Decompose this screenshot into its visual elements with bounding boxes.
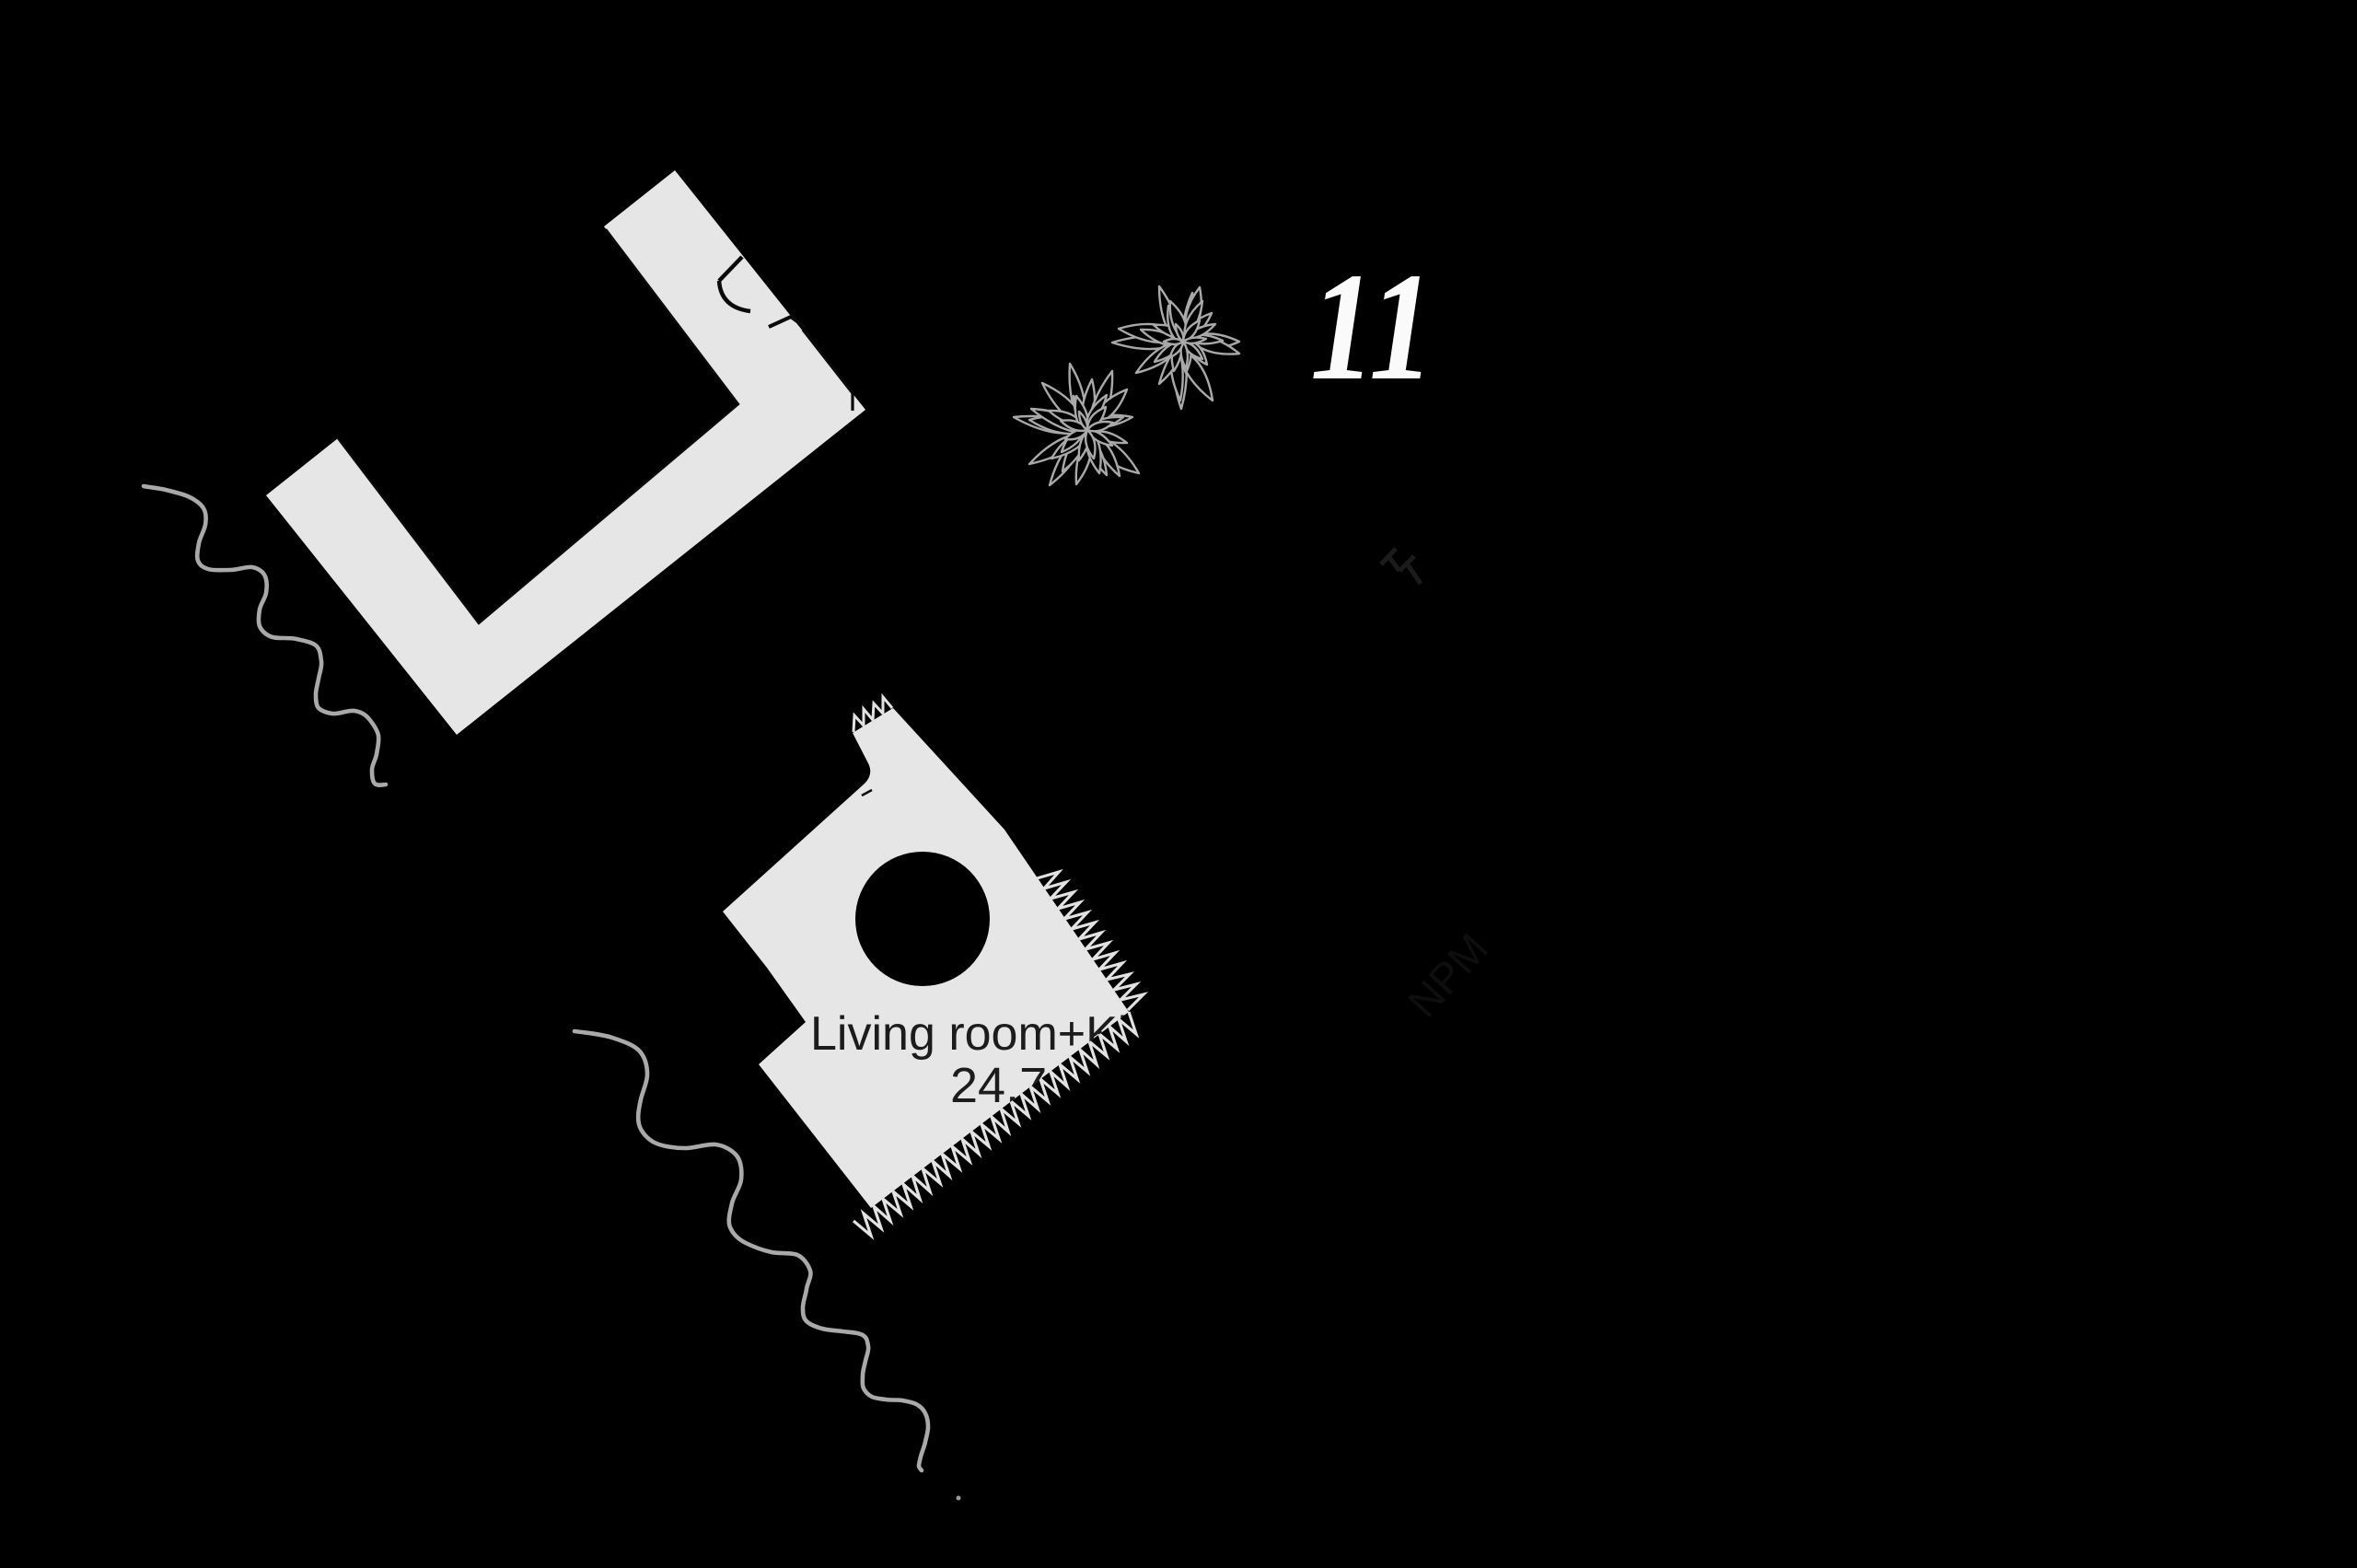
svg-text:Living room+Kitchen: Living room+Kitchen — [810, 1007, 1246, 1061]
svg-text:1: 1 — [1310, 241, 1376, 412]
svg-text:1: 1 — [1369, 241, 1434, 412]
